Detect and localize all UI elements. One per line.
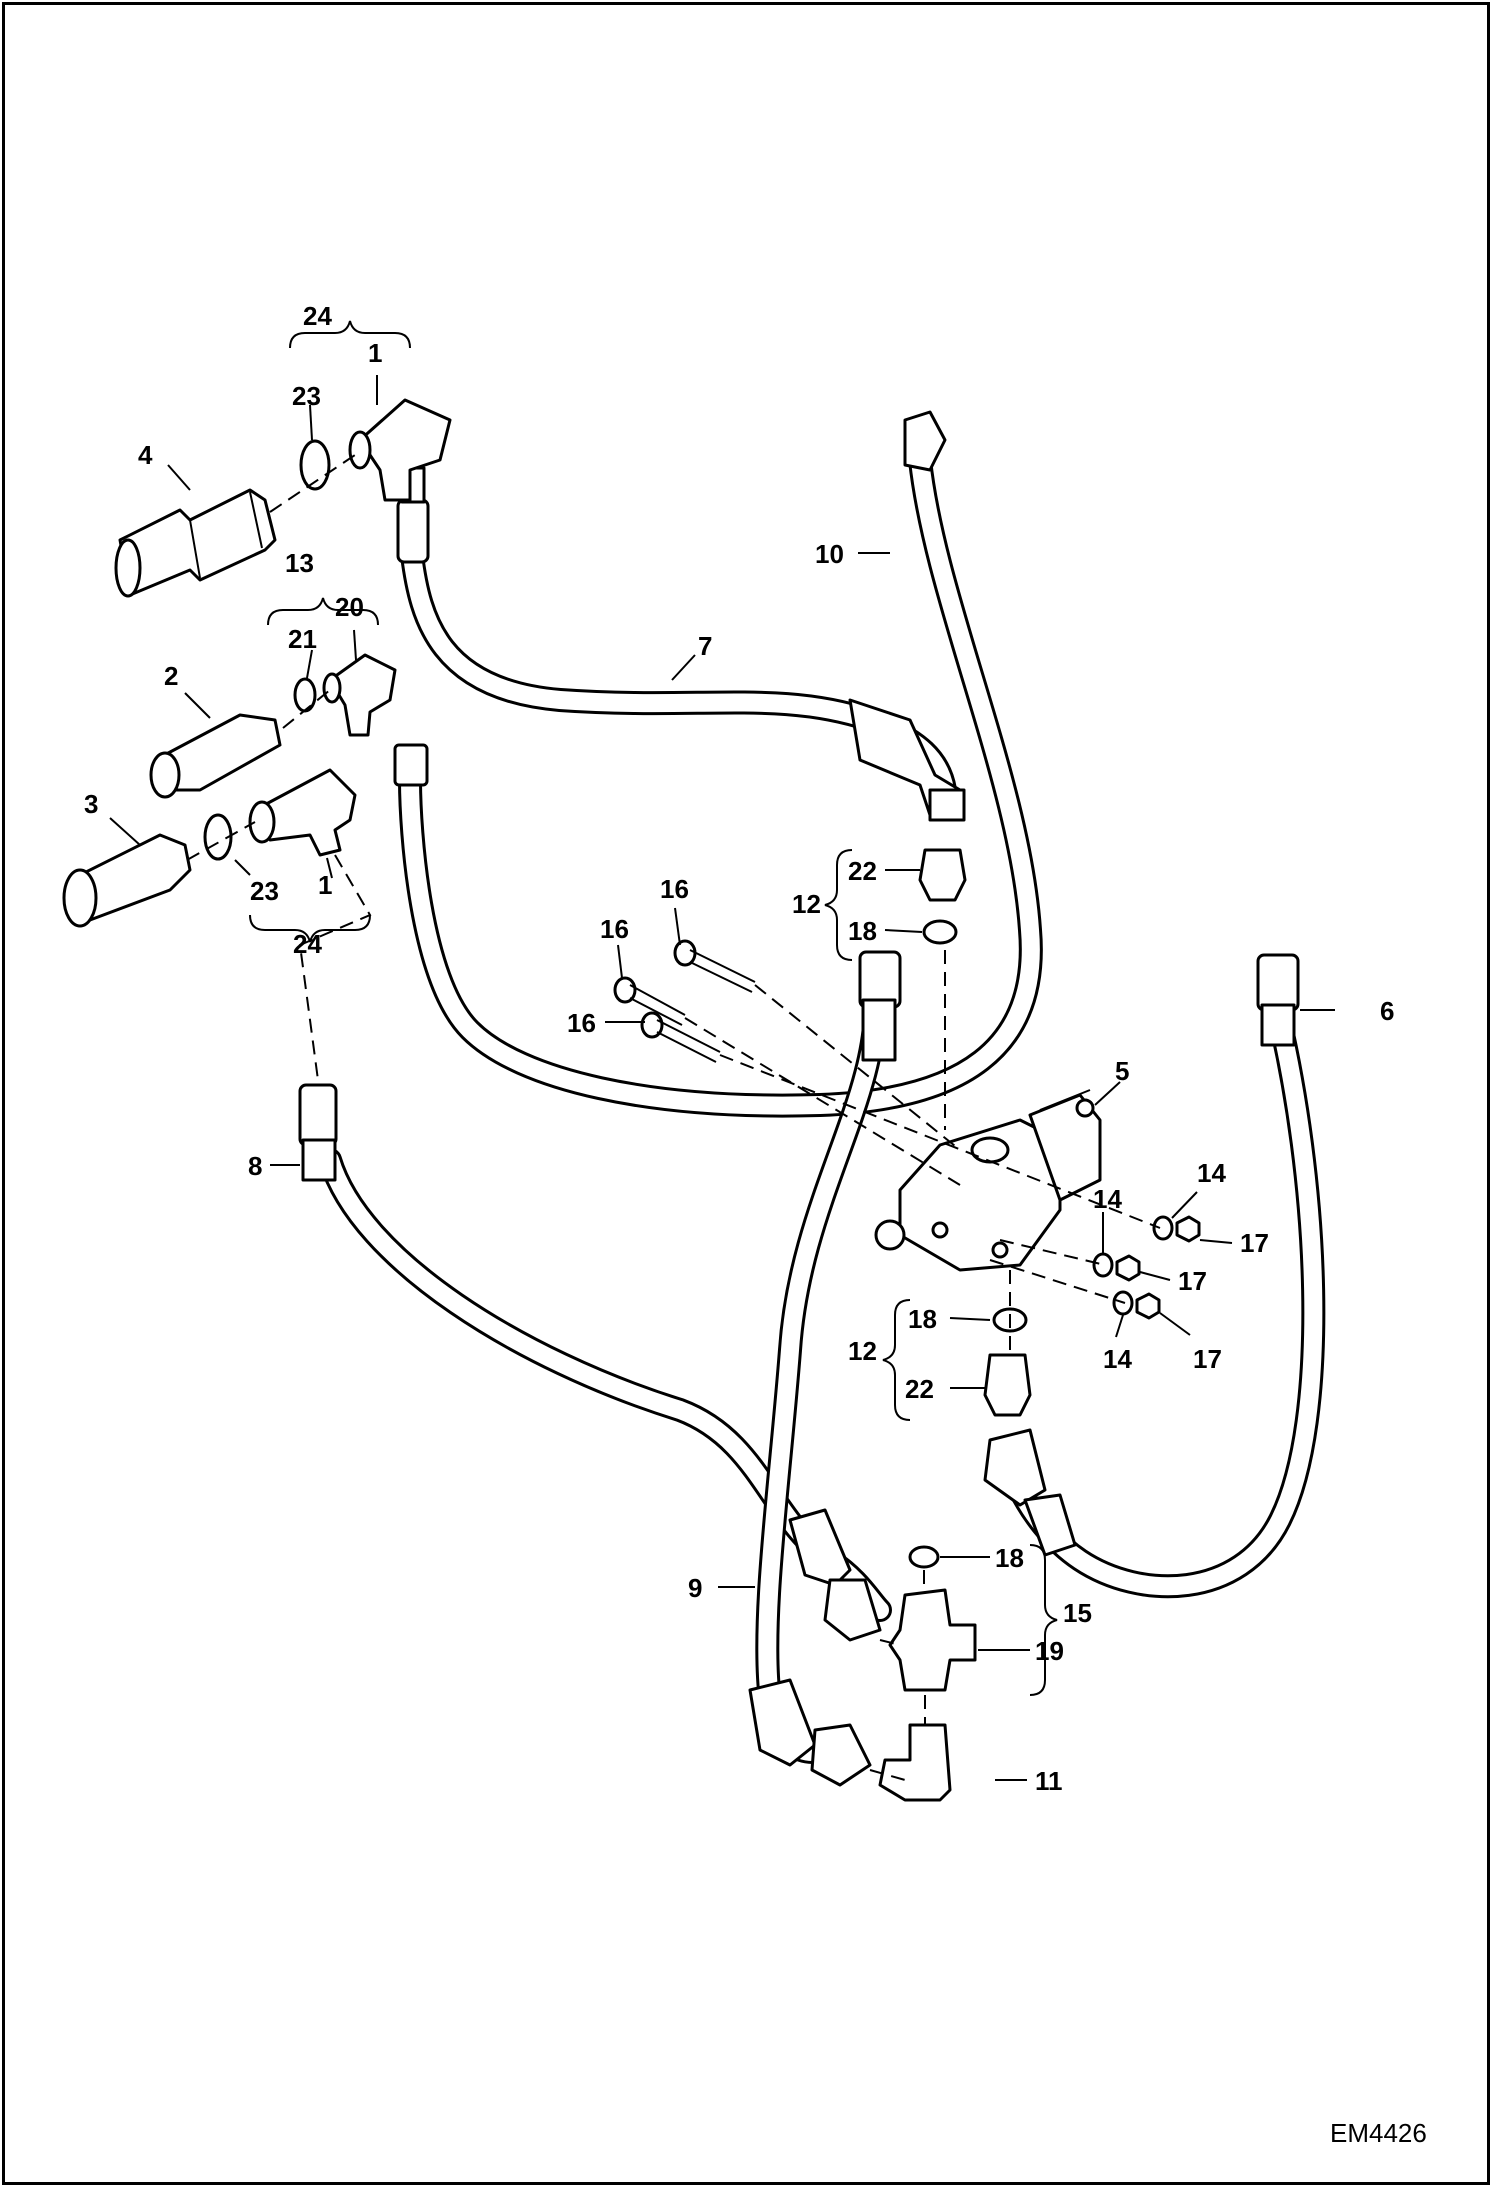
assembly-dashed-lines	[186, 454, 1161, 1781]
braces	[249, 320, 1058, 1696]
elbow-1-top	[348, 398, 452, 502]
callout-labels: 24 1 23 4 13 20 21 2 3 23 1 24 16 16 16 …	[84, 301, 1394, 1796]
callout-9: 9	[688, 1573, 702, 1603]
elbow-11	[878, 1723, 952, 1802]
washer-14-c	[1112, 1290, 1134, 1316]
valve-5	[874, 1089, 1102, 1272]
callout-17-a: 17	[1240, 1228, 1269, 1258]
adapter-22-top	[918, 848, 967, 902]
nut-17-c	[1135, 1292, 1161, 1320]
callout-1-bottom: 1	[318, 870, 332, 900]
nut-17-a	[1175, 1215, 1201, 1243]
callout-7: 7	[698, 631, 712, 661]
hose-8	[298, 1083, 892, 1642]
elbow-1-bottom	[248, 768, 357, 857]
callout-10: 10	[815, 539, 844, 569]
callout-16-b: 16	[600, 914, 629, 944]
o-ring-18-mid	[992, 1307, 1028, 1333]
callout-3: 3	[84, 789, 98, 819]
bolt-16-a	[673, 939, 756, 993]
callout-19: 19	[1035, 1636, 1064, 1666]
callout-24-bottom: 24	[293, 929, 322, 959]
callout-22-a: 22	[848, 856, 877, 886]
callout-2: 2	[164, 661, 178, 691]
callout-13: 13	[285, 548, 314, 578]
callout-20: 20	[335, 592, 364, 622]
washer-14-a	[1152, 1215, 1174, 1241]
callout-21: 21	[288, 624, 317, 654]
bolt-16-b	[613, 976, 686, 1026]
elbow-20	[322, 653, 397, 737]
o-ring-18-top	[922, 919, 958, 945]
callout-17-b: 17	[1178, 1266, 1207, 1296]
callout-12-top: 12	[792, 889, 821, 919]
o-ring-18-bottom	[908, 1545, 940, 1569]
bolt-16-c	[640, 1011, 721, 1063]
callout-6: 6	[1380, 996, 1394, 1026]
callout-4: 4	[138, 440, 153, 470]
callout-23-top: 23	[292, 381, 321, 411]
callout-17-c: 17	[1193, 1344, 1222, 1374]
coupler-4	[114, 488, 277, 598]
callout-16-c: 16	[567, 1008, 596, 1038]
coupler-3	[62, 833, 192, 928]
hose-7	[396, 466, 966, 822]
hose-9	[748, 950, 902, 1787]
callout-14-a: 14	[1197, 1158, 1226, 1188]
hose-6	[983, 953, 1326, 1599]
adapter-22-bottom	[983, 1353, 1032, 1417]
callout-16-a: 16	[660, 874, 689, 904]
washer-14-b	[1092, 1252, 1114, 1278]
o-ring-23-bottom	[203, 813, 233, 861]
coupler-2	[149, 713, 282, 799]
drawing-code: EM4426	[1330, 2118, 1427, 2148]
callout-15: 15	[1063, 1598, 1092, 1628]
callout-11: 11	[1035, 1766, 1063, 1796]
callout-23-bottom: 23	[250, 876, 279, 906]
callout-1-top: 1	[368, 338, 382, 368]
callout-18-b: 18	[908, 1304, 937, 1334]
callout-5: 5	[1115, 1056, 1129, 1086]
callout-24-top: 24	[303, 301, 332, 331]
callout-14-b: 14	[1093, 1184, 1122, 1214]
callout-8: 8	[248, 1151, 262, 1181]
callout-18-c: 18	[995, 1543, 1024, 1573]
leader-lines	[109, 375, 1335, 1781]
o-ring-21	[293, 677, 317, 713]
tee-19	[888, 1588, 977, 1692]
nut-17-b	[1115, 1254, 1141, 1282]
callout-22-b: 22	[905, 1374, 934, 1404]
callout-18-a: 18	[848, 916, 877, 946]
callout-12-bottom: 12	[848, 1336, 877, 1366]
callout-14-c: 14	[1103, 1344, 1132, 1374]
o-ring-23-top	[299, 439, 331, 491]
